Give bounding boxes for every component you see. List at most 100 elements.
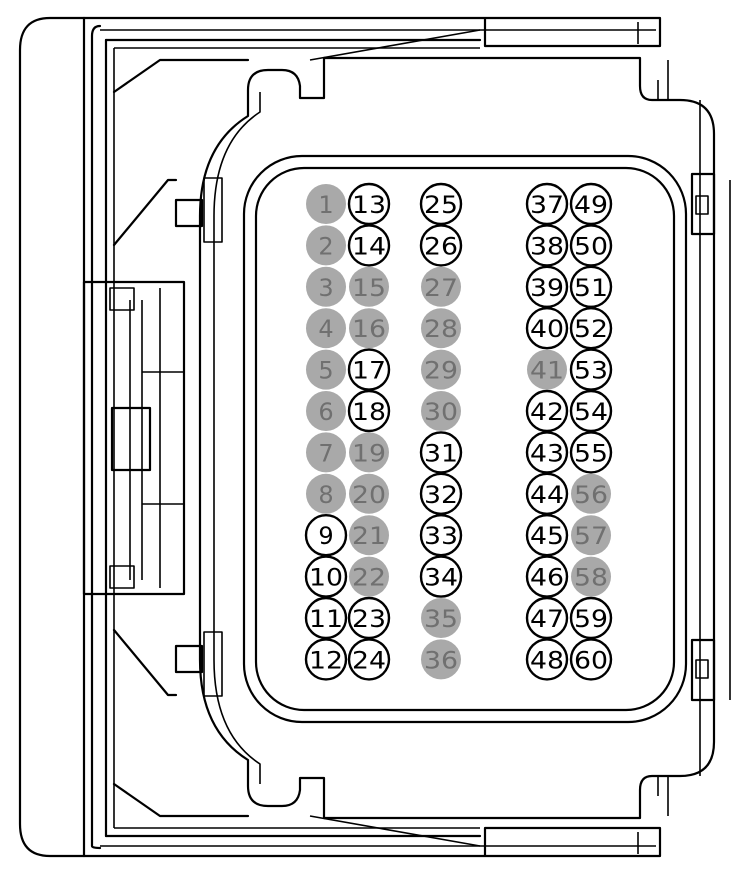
pin-48: 48 [525, 638, 569, 681]
pin-circle [347, 389, 391, 433]
pin-13: 13 [347, 182, 391, 226]
pin-circle [525, 307, 569, 350]
pin-circle [349, 432, 389, 473]
pin-circle [525, 431, 569, 474]
pin-circle [419, 472, 463, 515]
pin-53: 53 [569, 348, 613, 391]
pin-number-label: 54 [574, 398, 608, 426]
pin-circle [569, 431, 613, 474]
pin-12: 12 [304, 638, 348, 681]
pin-circle [569, 265, 613, 308]
pin-10: 10 [304, 555, 348, 598]
pin-circle [571, 515, 611, 556]
pin-22: 22 [349, 556, 389, 597]
pin-circle [419, 431, 463, 474]
pin-7: 7 [306, 432, 346, 473]
pin-23: 23 [347, 596, 391, 640]
pin-33: 33 [419, 514, 463, 557]
pin-60: 60 [569, 638, 613, 681]
pin-circle [306, 349, 346, 390]
pin-circle [571, 556, 611, 597]
pin-number-label: 9 [318, 522, 333, 550]
pin-circle [419, 182, 463, 226]
pin-number-label: 5 [318, 357, 333, 385]
pin-4: 4 [306, 308, 346, 349]
pin-number-label: 6 [318, 398, 333, 426]
pin-35: 35 [421, 598, 461, 638]
pin-number-label: 16 [352, 315, 386, 343]
pin-number-label: 18 [352, 398, 386, 426]
pin-30: 30 [421, 391, 461, 431]
pin-16: 16 [349, 308, 389, 349]
pin-26: 26 [419, 224, 463, 267]
pin-circle [419, 555, 463, 598]
pin-circle [347, 348, 391, 391]
pin-14: 14 [347, 224, 391, 267]
pin-51: 51 [569, 265, 613, 308]
pin-circle [419, 514, 463, 557]
pin-number-label: 59 [574, 605, 608, 633]
pin-circle [421, 266, 461, 307]
pin-54: 54 [569, 389, 613, 433]
pin-number-label: 56 [574, 481, 608, 509]
pin-circle [347, 224, 391, 267]
pin-circle [349, 266, 389, 307]
pin-circle [421, 639, 461, 680]
pin-46: 46 [525, 555, 569, 598]
pin-number-label: 7 [318, 439, 333, 467]
pin-circle [349, 556, 389, 597]
pin-56: 56 [571, 473, 611, 514]
pin-number-label: 28 [424, 315, 458, 343]
pin-cavity [242, 154, 688, 724]
pin-31: 31 [419, 431, 463, 474]
pin-number-label: 46 [530, 564, 564, 592]
pin-55: 55 [569, 431, 613, 474]
pin-circle [527, 349, 567, 390]
pin-circle [306, 225, 346, 266]
pin-5: 5 [306, 349, 346, 390]
pin-circle [347, 182, 391, 226]
pin-29: 29 [421, 349, 461, 390]
pin-circle [349, 473, 389, 514]
pin-34: 34 [419, 555, 463, 598]
pin-number-label: 3 [318, 274, 333, 302]
pin-circle [304, 555, 348, 598]
pin-39: 39 [525, 265, 569, 308]
pin-number-label: 35 [424, 605, 458, 633]
pin-number-label: 34 [424, 564, 458, 592]
pin-36: 36 [421, 639, 461, 680]
pin-number-label: 23 [352, 605, 386, 633]
pin-number-label: 38 [530, 232, 564, 260]
pin-circle [421, 391, 461, 431]
pin-circle [349, 308, 389, 349]
pin-number-label: 45 [530, 522, 564, 550]
pin-number-label: 52 [574, 315, 608, 343]
pin-45: 45 [525, 514, 569, 557]
pin-number-label: 55 [574, 439, 608, 467]
pin-number-label: 21 [352, 522, 386, 550]
pin-circle [304, 514, 348, 557]
pin-circle [525, 265, 569, 308]
pin-number-label: 31 [424, 439, 458, 467]
pin-circle [421, 349, 461, 390]
pin-27: 27 [421, 266, 461, 307]
pin-number-label: 57 [574, 522, 608, 550]
pin-number-label: 30 [424, 398, 458, 426]
pin-number-label: 42 [530, 398, 564, 426]
pin-number-label: 47 [530, 605, 564, 633]
pin-15: 15 [349, 266, 389, 307]
pin-number-label: 32 [424, 481, 458, 509]
pin-40: 40 [525, 307, 569, 350]
pin-circle [421, 598, 461, 638]
pin-number-label: 19 [352, 439, 386, 467]
pin-number-label: 29 [424, 357, 458, 385]
pin-number-label: 33 [424, 522, 458, 550]
pin-circle [304, 596, 348, 640]
pin-circle [306, 473, 346, 514]
connector-housing [18, 16, 662, 858]
pin-circle [569, 638, 613, 681]
pin-number-label: 10 [309, 564, 343, 592]
pin-circle [525, 182, 569, 226]
pin-circle [571, 473, 611, 514]
